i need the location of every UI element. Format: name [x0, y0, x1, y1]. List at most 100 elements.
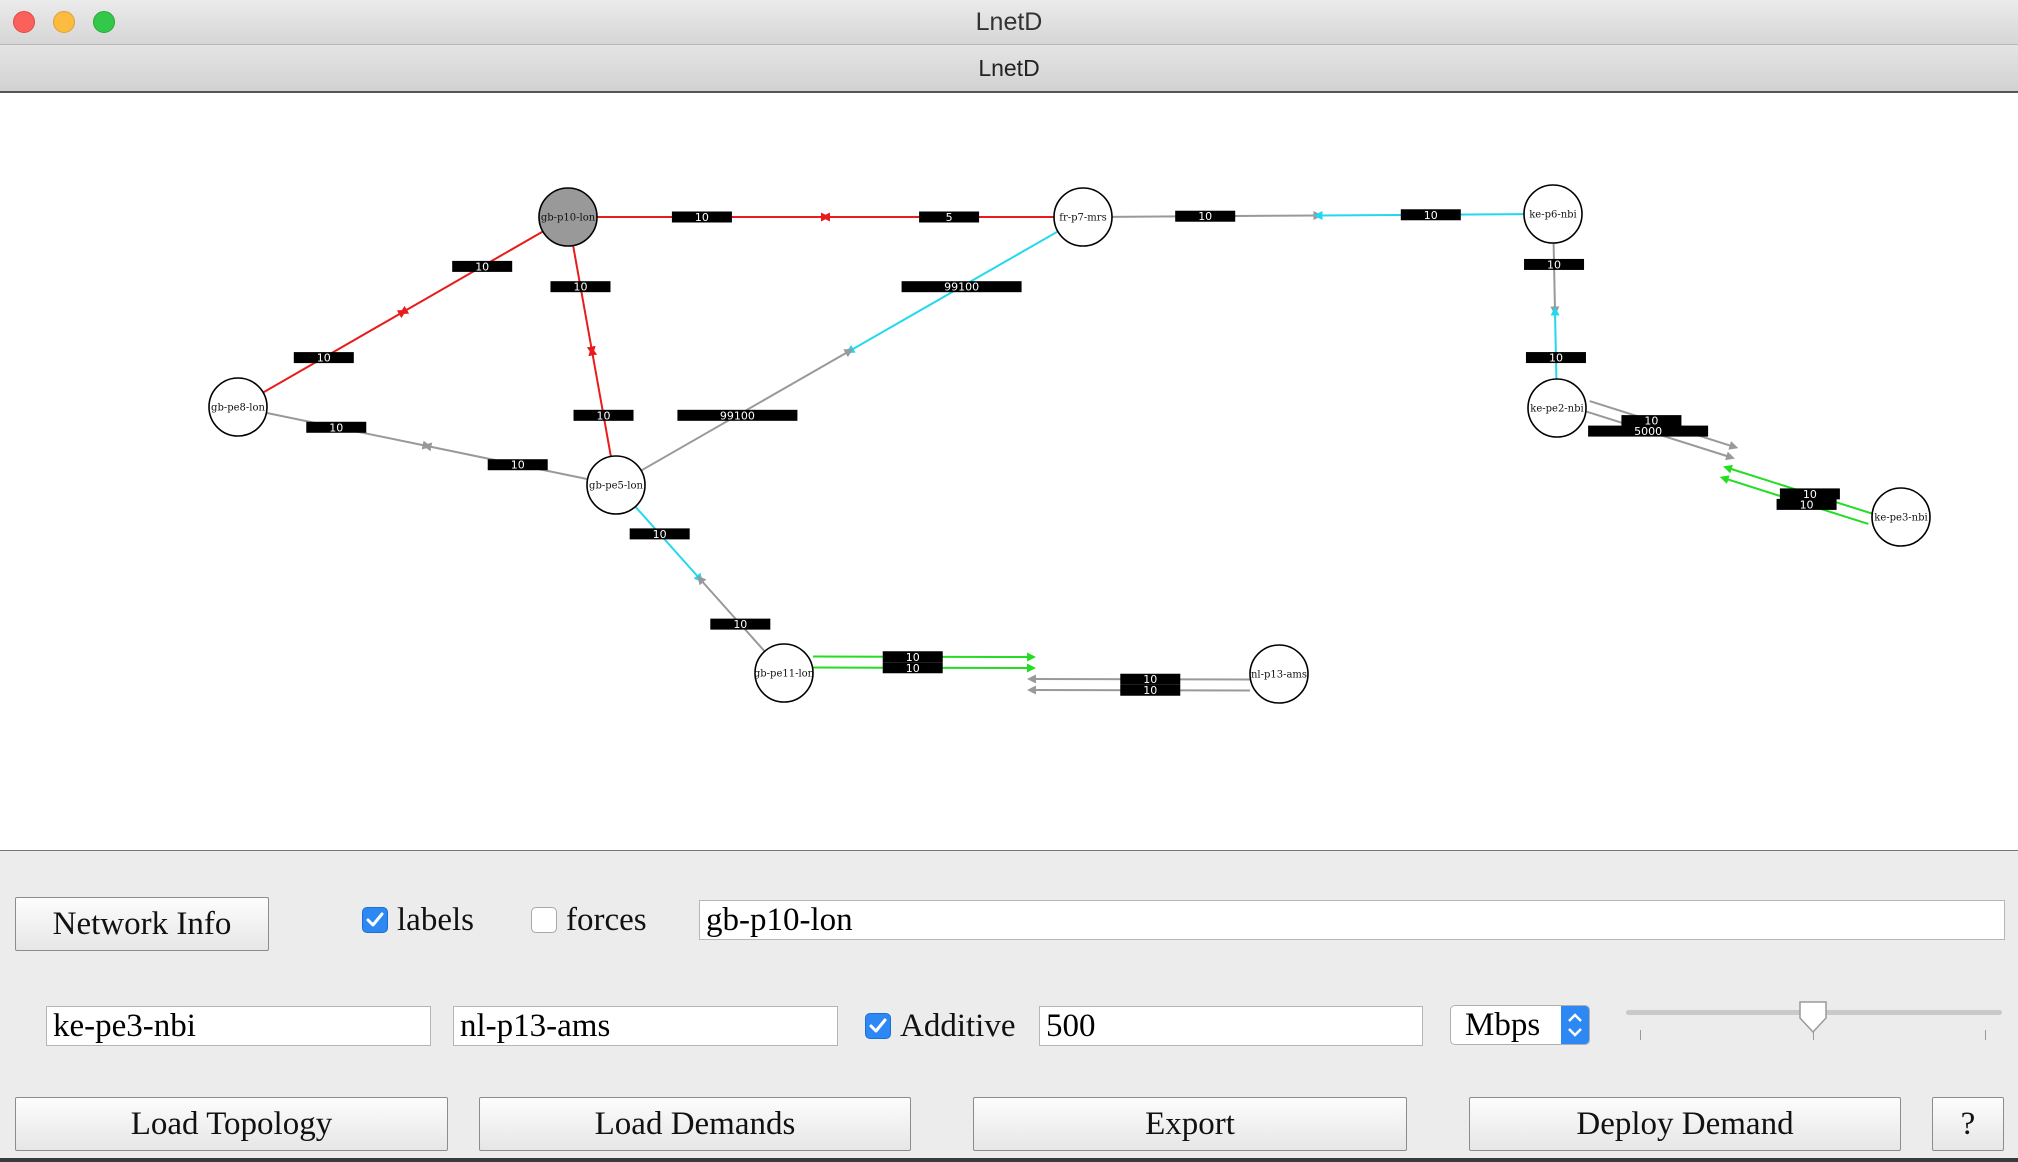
window-bottom-edge — [0, 1158, 2018, 1162]
link-metric-box — [671, 211, 732, 223]
link-metric-label: 5000 — [1588, 425, 1709, 438]
link-metric-label: 10 — [671, 211, 732, 224]
slider-tick — [1813, 1030, 1814, 1040]
node-gb-pe11-lon[interactable]: gb-pe11-lon — [754, 643, 815, 703]
selected-node-field[interactable]: gb-p10-lon — [699, 900, 2005, 940]
destination-node-field[interactable]: nl-p13-ams — [453, 1006, 838, 1046]
link-metric-box — [901, 281, 1022, 293]
zoom-window-button[interactable] — [93, 11, 115, 33]
source-node-field[interactable]: ke-pe3-nbi — [46, 1006, 431, 1046]
link-metric-box — [550, 281, 611, 293]
minimize-window-button[interactable] — [53, 11, 75, 33]
labels-checkbox[interactable] — [362, 907, 388, 933]
load-topology-button[interactable]: Load Topology — [15, 1097, 448, 1151]
node-fr-p7-mrs[interactable]: fr-p7-mrs — [1053, 187, 1113, 247]
link-ke-p6-nbi-to-ke-pe2-nbi[interactable] — [1550, 242, 1560, 316]
deploy-demand-button[interactable]: Deploy Demand — [1469, 1097, 1901, 1151]
additive-checkbox[interactable] — [865, 1013, 891, 1039]
link-metric-label: 10 — [1175, 210, 1236, 223]
link-metric-box — [1524, 258, 1585, 270]
bandwidth-field[interactable]: 500 — [1039, 1006, 1423, 1046]
help-button[interactable]: ? — [1932, 1097, 2004, 1151]
node-circle[interactable] — [754, 643, 814, 703]
link-metric-box — [1621, 415, 1682, 427]
link-metric-label: 10 — [573, 409, 634, 422]
unit-select-value: Mbps — [1465, 1007, 1541, 1043]
link-metric-label: 99100 — [901, 281, 1022, 294]
link-metric-text: 10 — [1800, 498, 1814, 511]
checkmark-icon — [869, 1018, 887, 1033]
node-circle[interactable] — [586, 455, 646, 515]
link-metric-label: 10 — [1524, 258, 1585, 271]
link-metric-box — [293, 352, 354, 364]
link-metric-label: 5 — [919, 211, 980, 224]
node-gb-pe8-lon[interactable]: gb-pe8-lon — [208, 377, 268, 437]
link-metric-text: 10 — [1549, 352, 1563, 365]
link-metric-text: 99100 — [944, 281, 979, 294]
window-title: LnetD — [975, 8, 1043, 36]
unit-select[interactable]: Mbps — [1450, 1005, 1590, 1045]
node-label: ke-pe2-nbi — [1530, 404, 1583, 415]
node-label: ke-pe3-nbi — [1874, 513, 1927, 524]
labels-checkbox-label[interactable]: labels — [397, 902, 474, 938]
node-nl-p13-ams[interactable]: nl-p13-ams — [1249, 644, 1309, 704]
link-metric-box — [1400, 209, 1461, 221]
node-circle[interactable] — [1249, 644, 1309, 704]
link-metric-text: 5 — [946, 211, 953, 224]
network-info-button[interactable]: Network Info — [15, 897, 269, 951]
export-button[interactable]: Export — [973, 1097, 1407, 1151]
link-metric-box — [306, 421, 367, 433]
link-metric-box — [1120, 673, 1181, 685]
node-gb-pe5-lon[interactable]: gb-pe5-lon — [586, 455, 646, 515]
link-gb-pe5-lon-to-gb-pe11-lon[interactable] — [634, 505, 703, 583]
link-metric-box — [882, 651, 943, 663]
link-metric-text: 10 — [695, 211, 709, 224]
link-metric-text: 99100 — [720, 409, 755, 422]
close-window-button[interactable] — [13, 11, 35, 33]
bandwidth-slider[interactable] — [1626, 1000, 2002, 1050]
slider-thumb[interactable] — [1798, 1000, 1828, 1034]
link-metric-box — [629, 528, 690, 540]
node-circle[interactable] — [1523, 184, 1583, 244]
link-metric-text: 10 — [1644, 415, 1658, 428]
node-circle[interactable] — [538, 187, 598, 247]
node-ke-p6-nbi[interactable]: ke-p6-nbi — [1523, 184, 1583, 244]
link-metric-label: 10 — [1779, 488, 1840, 501]
link-metric-text: 10 — [906, 662, 920, 675]
link-metric-box — [919, 211, 980, 223]
link-metric-label: 10 — [293, 352, 354, 365]
updown-chevron-icon — [1561, 1006, 1589, 1044]
link-metric-text: 10 — [1143, 684, 1157, 697]
link-metric-label: 10 — [1120, 673, 1181, 686]
link-metric-box — [1776, 498, 1837, 510]
node-circle[interactable] — [1527, 378, 1587, 438]
node-label: ke-p6-nbi — [1529, 210, 1577, 221]
node-label: nl-p13-ams — [1251, 670, 1307, 681]
link-gb-pe5-lon-to-gb-p10-lon[interactable] — [588, 346, 612, 457]
link-metric-box — [1175, 210, 1236, 222]
node-circle[interactable] — [1871, 487, 1931, 547]
link-metric-box — [1525, 352, 1586, 364]
forces-checkbox-label[interactable]: forces — [566, 902, 647, 938]
node-ke-pe3-nbi[interactable]: ke-pe3-nbi — [1871, 487, 1931, 547]
link-metric-box — [710, 618, 771, 630]
link-metric-box — [882, 662, 943, 674]
additive-checkbox-label[interactable]: Additive — [900, 1008, 1016, 1044]
node-ke-pe2-nbi[interactable]: ke-pe2-nbi — [1527, 378, 1587, 438]
app-title-bar: LnetD — [0, 45, 2018, 93]
link-gb-pe11-lon-to-gb-pe5-lon[interactable] — [697, 575, 766, 653]
node-circle[interactable] — [208, 377, 268, 437]
forces-checkbox[interactable] — [531, 907, 557, 933]
node-circle[interactable] — [1053, 187, 1113, 247]
link-gb-p10-lon-to-gb-pe5-lon[interactable] — [572, 245, 596, 356]
link-ke-pe2-nbi-to-ke-p6-nbi[interactable] — [1550, 306, 1560, 380]
link-metric-text: 10 — [733, 618, 747, 631]
load-demands-button[interactable]: Load Demands — [479, 1097, 911, 1151]
node-gb-p10-lon[interactable]: gb-p10-lon — [538, 187, 598, 247]
link-metric-label: 10 — [1525, 352, 1586, 365]
link-metric-box — [1779, 488, 1840, 500]
link-metric-box — [1588, 425, 1709, 437]
link-metric-label: 10 — [882, 662, 943, 675]
